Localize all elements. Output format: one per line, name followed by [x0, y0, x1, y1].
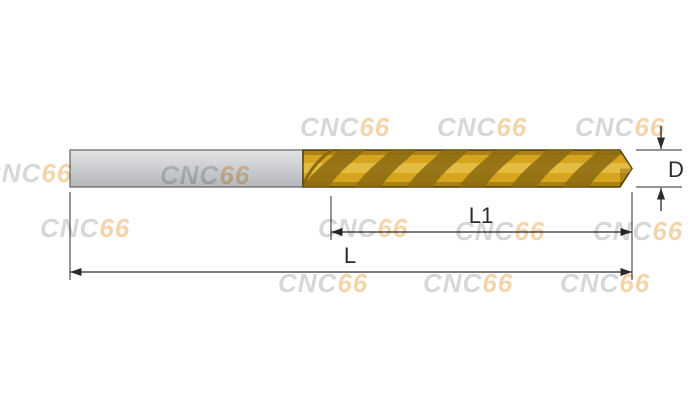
flute-band [303, 150, 366, 187]
flute-top-shade [303, 150, 632, 155]
tip-facet [620, 168, 632, 187]
label-diameter: D [668, 157, 684, 182]
dimension-diameter [636, 126, 682, 211]
drill-shank [69, 149, 304, 188]
flute-band [562, 150, 626, 187]
label-flute-length: L1 [469, 203, 493, 228]
flute-band [510, 150, 574, 187]
flute-runout-curve [303, 150, 333, 187]
dimension-flute-length [330, 192, 633, 280]
flute-band [458, 150, 522, 187]
dimension-overall-length [69, 192, 632, 280]
drill-flute-body [302, 149, 633, 188]
flute-highlight [303, 163, 632, 173]
flute-band [354, 150, 418, 187]
flute-band [406, 150, 470, 187]
label-overall-length: L [344, 243, 356, 268]
